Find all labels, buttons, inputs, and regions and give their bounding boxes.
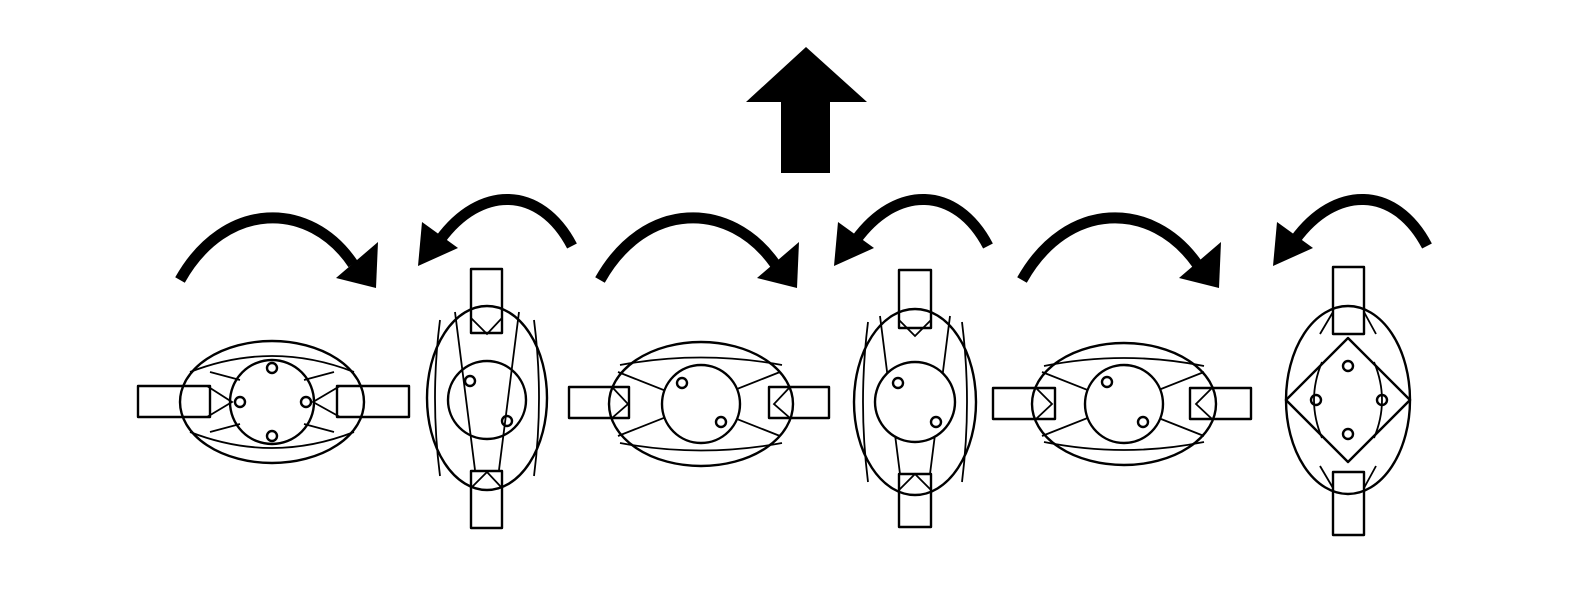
rotation-arrow-2 bbox=[418, 194, 577, 266]
figure-3 bbox=[567, 340, 831, 468]
rotation-arrow-4 bbox=[834, 194, 993, 266]
rotation-arrow-3 bbox=[595, 212, 799, 288]
figure-4 bbox=[852, 268, 978, 529]
figure-2 bbox=[425, 267, 549, 530]
figure-6 bbox=[1284, 265, 1412, 537]
rotation-arrow-6 bbox=[1273, 194, 1432, 266]
rotation-arrow-1 bbox=[175, 212, 378, 288]
figure-5 bbox=[991, 341, 1253, 467]
figure-1 bbox=[136, 339, 411, 465]
up-arrow-icon bbox=[746, 47, 867, 173]
rotation-arrow-5 bbox=[1017, 212, 1221, 288]
